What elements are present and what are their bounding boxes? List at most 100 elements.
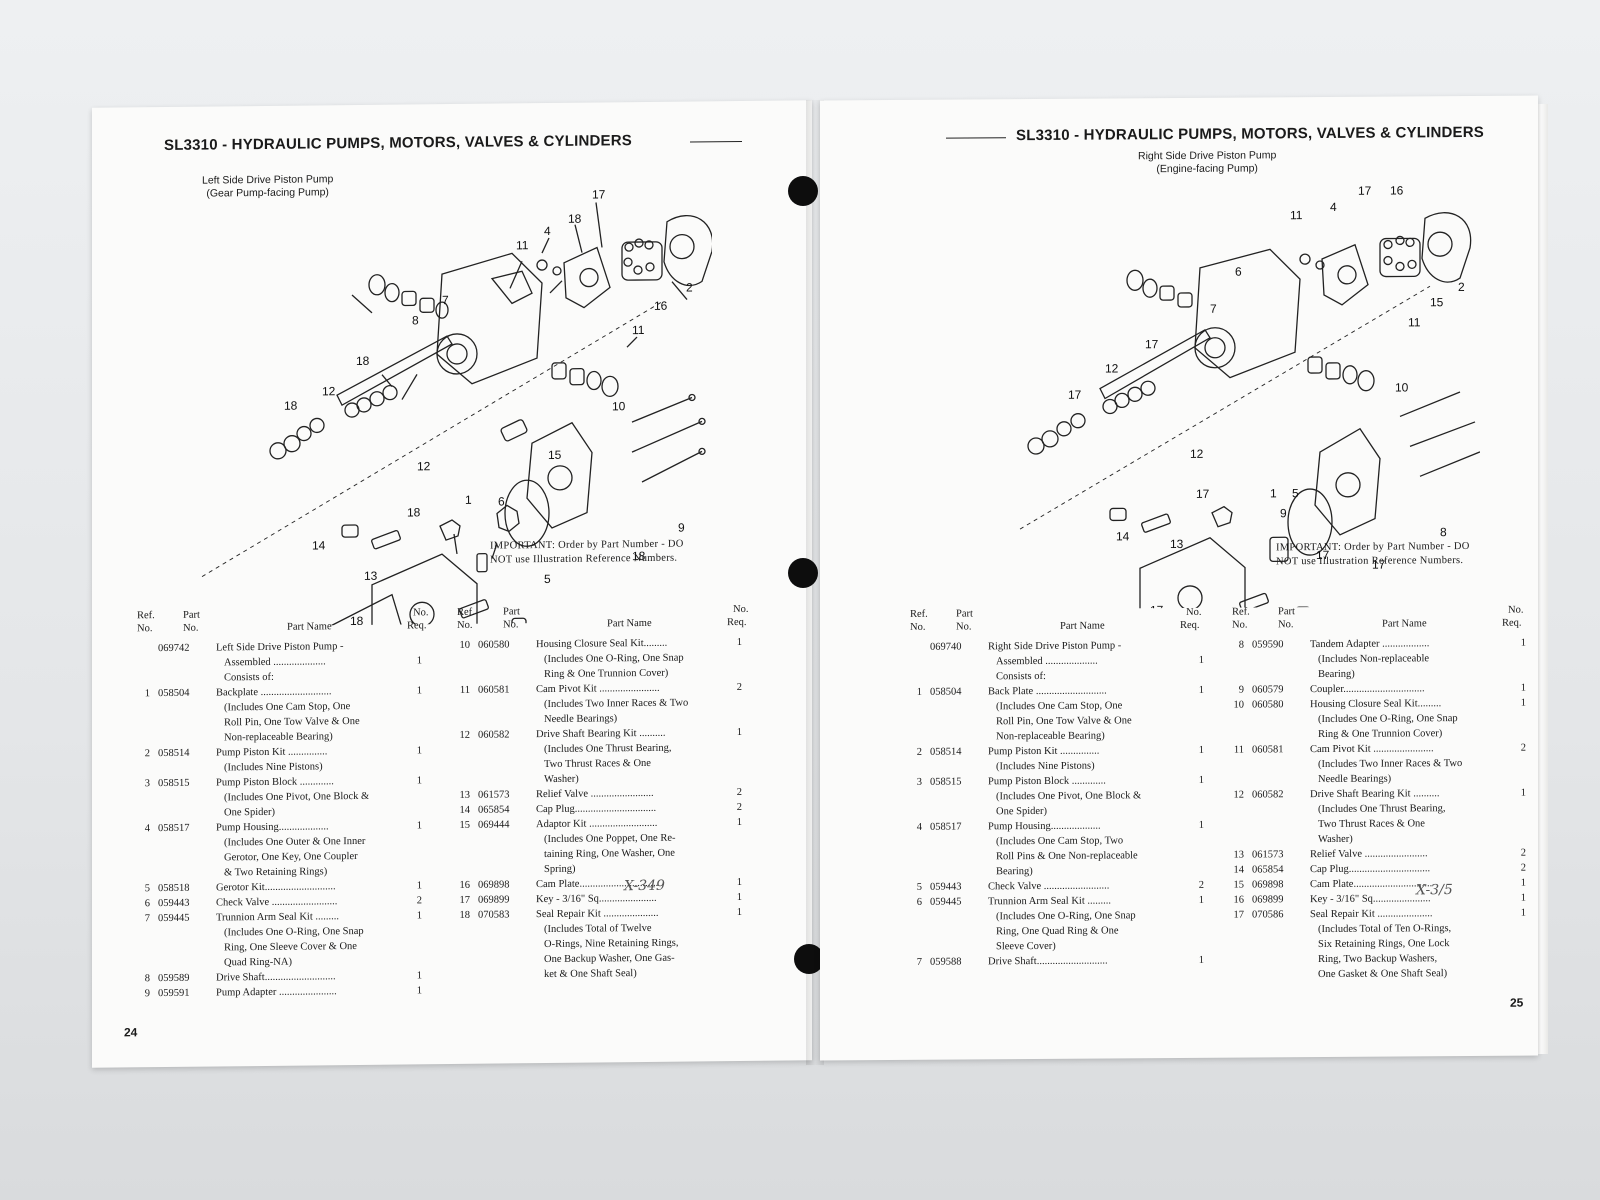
part-description-line: (Includes Non-replaceable [1318,653,1430,666]
ref-number: 3 [916,776,922,788]
part-number: 069898 [1252,879,1284,891]
quantity-required: 1 [1520,637,1526,649]
part-name-line: Housing Closure Seal Kit......... [1310,698,1442,711]
left-page-number: 24 [124,1025,138,1040]
left-exploded-diagram: 17 18 4 11 7 3 2 16 8 11 12 18 18 10 12 … [201,187,712,627]
right-col2-header: Ref. No. Part No. Part Name No. Req. [1232,604,1532,636]
quantity-required: 1 [416,820,422,832]
callout-14: 14 [312,538,326,552]
part-description-line: (Includes Nine Pistons) [996,760,1095,773]
ref-number: 14 [459,804,471,816]
title-rule [946,137,1006,139]
hdr-part: Part [956,608,973,620]
quantity-required: 1 [1198,684,1204,696]
part-number: 060580 [478,639,510,651]
part-number: 070586 [1252,909,1284,921]
part-description-line: Roll Pins & One Non-replaceable [996,850,1138,863]
hdr-no-req: No. [1508,604,1524,616]
hdr-no-req: No. [1186,606,1202,618]
part-name: Cap Plug............................... [1310,861,1526,878]
quantity-required: 1 [736,906,742,919]
part-number: 058517 [158,822,190,835]
part-name: Backplate ...........................(In… [216,683,422,745]
part-number: 058504 [930,686,962,698]
callout-18: 18 [568,212,582,226]
part-number: 059443 [930,881,962,893]
hdr-part: Part [1278,606,1295,618]
callout-8: 8 [1440,525,1447,539]
part-name: Back Plate ...........................(I… [988,683,1204,745]
callout-1: 1 [1270,486,1277,500]
hdr-no-req: No. [733,603,749,616]
part-number: 059590 [1252,639,1284,651]
part-name: Relief Valve ........................ [1310,846,1526,863]
quantity-required: 1 [736,726,742,739]
hdr-ref-no: No. [1232,619,1248,631]
callout-4: 4 [544,224,551,238]
part-name: Tandem Adapter .................. (Includ… [1310,636,1526,683]
important-line-2: NOT use Illustration Reference Numbers. [1276,555,1464,568]
part-number: 069899 [478,894,510,906]
part-name-line: Trunnion Arm Seal Kit ......... [988,895,1111,908]
hdr-part: Part [183,609,200,621]
part-name: Coupler............................... [1310,681,1526,698]
left-important-note: IMPORTANT: Order by Part Number - DO NOT… [490,538,684,568]
part-name: Left Side Drive Piston Pump -Assembled .… [216,638,422,685]
part-name-line: Seal Repair Kit ..................... [1310,908,1433,921]
quantity-required: 1 [1520,682,1526,694]
part-name: Cam Pivot Kit .......................(In… [1310,741,1526,788]
ref-number: 13 [459,789,471,801]
right-page-number: 25 [1510,995,1524,1010]
part-number: 069740 [930,641,962,653]
part-name-line: Pump Piston Kit ............... [988,745,1100,758]
quantity-required: 1 [1198,774,1204,786]
quantity-required: 1 [416,745,422,757]
ref-number: 1 [916,686,922,698]
part-name-line: Tandem Adapter .................. [1310,638,1430,651]
ref-number: 12 [459,729,471,741]
ref-number: 15 [459,819,471,831]
part-name: Trunnion Arm Seal Kit .........(Includes… [216,908,422,970]
ref-number: 3 [144,778,150,790]
part-name: Pump Piston Kit ...............(Includes… [216,743,422,775]
part-description-line: (Includes One Pivot, One Block & [224,790,370,804]
callout-11: 11 [516,238,529,252]
callout-18b: 18 [356,354,370,368]
part-description-line: Consists of: [996,670,1046,683]
quantity-required: 1 [1520,877,1526,889]
quantity-required: 1 [416,880,422,892]
part-name-line: Cam Pivot Kit ....................... [1310,743,1434,756]
part-description-line: (Includes One Thrust Bearing, [1318,803,1446,816]
part-description-line: (Includes One O-Ring, One Snap [996,910,1136,923]
right-col1-header: Ref. No. Part No. Part Name No. Req. [910,606,1210,638]
part-description-line: Washer) [1318,833,1353,846]
part-number: 058515 [158,777,190,790]
part-number: 069444 [478,819,510,831]
part-number: 059589 [158,972,190,985]
part-number: 060581 [1252,744,1284,756]
part-number: 060582 [478,729,510,741]
part-number: 070583 [478,909,510,921]
part-description-line: (Includes One Cam Stop, One [996,700,1123,713]
part-number: 059445 [158,912,190,925]
callout-12b: 12 [417,459,431,473]
hdr-req: Req. [1180,619,1200,631]
callout-17e: 17 [1316,548,1330,562]
part-name-line: Pump Adapter ...................... [216,986,337,999]
ref-number: 1 [144,688,150,700]
part-name-line: Pump Housing................... [988,820,1101,833]
part-name: Seal Repair Kit .....................(In… [536,905,742,982]
quantity-required: 1 [1520,697,1526,709]
part-description-line: Ring, One Quad Ring & One [996,925,1119,938]
handwritten-mark: X-349 [624,877,665,895]
part-name: Seal Repair Kit .....................(In… [1310,906,1526,983]
hdr-no-req: No. [413,607,429,619]
hdr-ref: Ref. [1232,606,1250,618]
